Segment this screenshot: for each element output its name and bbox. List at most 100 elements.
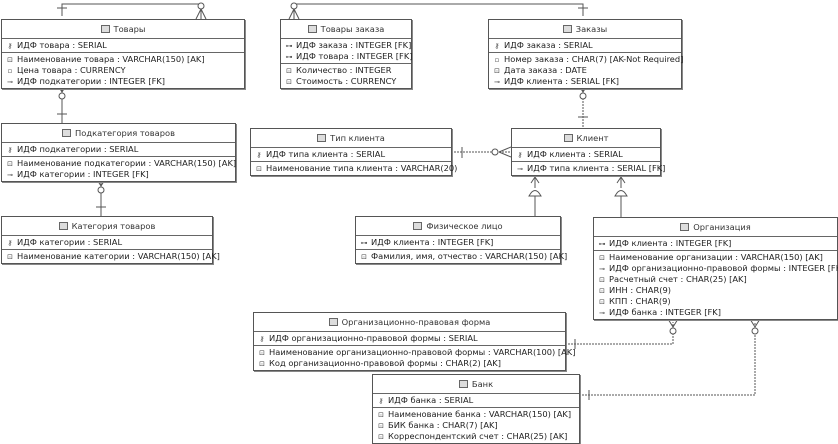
entity-klient[interactable]: Клиент ⚷ИДФ клиента : SERIAL ⊸ИДФ типа к…: [511, 128, 665, 176]
entity-title: Банк: [373, 375, 579, 394]
attribute-row[interactable]: ⊶ИДФ товара : INTEGER [FK]: [285, 51, 413, 61]
attribute-row[interactable]: ⚷ИДФ клиента : SERIAL: [515, 149, 660, 160]
attributes-section: ⊡Количество : INTEGER ⊡Стоимость : CURRE…: [281, 64, 411, 88]
entity-zakazy[interactable]: Заказы ⚷ИДФ заказа : SERIAL ▫Номер заказ…: [488, 19, 684, 89]
table-icon: [317, 134, 327, 142]
attribute-row[interactable]: ⊡Фамилия, имя, отчество : VARCHAR(150) […: [359, 251, 567, 262]
pk-fk-icon: ⊶: [598, 240, 606, 248]
attribute-row[interactable]: ⚷ИДФ товара : SERIAL: [5, 40, 244, 51]
entity-organizaciya[interactable]: Организация ⊶ИДФ клиента : INTEGER [FK] …: [593, 217, 838, 320]
pk-section: ⚷ИДФ клиента : SERIAL: [512, 148, 660, 162]
pk-fk-icon: ⊶: [285, 42, 293, 50]
attribute-row[interactable]: ⚷ИДФ заказа : SERIAL: [492, 40, 681, 51]
attribute-row[interactable]: ⊡Наименование типа клиента : VARCHAR(20): [254, 163, 457, 174]
attribute-row[interactable]: ⊡Наименование организации : VARCHAR(150)…: [597, 252, 837, 263]
attributes-section: ▫Номер заказа : CHAR(7) [AK-Not Required…: [489, 53, 684, 88]
attribute-row[interactable]: ⊡Наименование категории : VARCHAR(150) […: [5, 251, 220, 262]
attribute-row[interactable]: ▫Номер заказа : CHAR(7) [AK-Not Required…: [492, 54, 684, 65]
attribute-icon: ⊡: [286, 78, 292, 86]
attribute-row[interactable]: ⊡ИНН : CHAR(9): [597, 285, 837, 296]
attribute-row[interactable]: ⊡КПП : CHAR(9): [597, 296, 837, 307]
attribute-row[interactable]: ⚷ИДФ банка : SERIAL: [376, 395, 579, 406]
entity-podkategoriya[interactable]: Подкатегория товаров ⚷ИДФ подкатегории :…: [1, 123, 236, 182]
attribute-row[interactable]: ⊡Дата заказа : DATE: [492, 65, 681, 76]
attribute-row[interactable]: ⊡Расчетный счет : CHAR(25) [AK]: [597, 274, 837, 285]
entity-title: Товары: [2, 20, 244, 39]
attribute-row[interactable]: ⊶ИДФ клиента : INTEGER [FK]: [360, 237, 494, 247]
primary-key-icon: ⚷: [259, 335, 265, 343]
pk-section: ⚷ИДФ банка : SERIAL: [373, 394, 579, 408]
attribute-row[interactable]: ⊸ИДФ банка : INTEGER [FK]: [597, 307, 837, 318]
foreign-key-icon: ⊸: [7, 171, 13, 179]
entity-title: Физическое лицо: [356, 217, 560, 236]
attribute-row[interactable]: ⊶ИДФ заказа : INTEGER [FK]: [285, 40, 412, 50]
attribute-row[interactable]: ⊸ИДФ подкатегории : INTEGER [FK]: [5, 76, 244, 87]
primary-key-icon: ⚷: [7, 239, 13, 247]
attribute-icon: ⊡: [286, 67, 292, 75]
attributes-section: ⊸ИДФ типа клиента : SERIAL [FK]: [512, 162, 665, 175]
attribute-row[interactable]: ⚷ИДФ подкатегории : SERIAL: [5, 144, 235, 155]
entity-fizlico[interactable]: Физическое лицо ⊶ИДФ клиента : INTEGER […: [355, 216, 567, 264]
table-icon: [100, 25, 110, 33]
alternate-key-icon: ⊡: [599, 254, 605, 262]
foreign-key-icon: ⊸: [494, 78, 500, 86]
entity-tip-klienta[interactable]: Тип клиента ⚷ИДФ типа клиента : SERIAL ⊡…: [250, 128, 457, 176]
attribute-row[interactable]: ⊡Наименование товара : VARCHAR(150) [AK]: [5, 54, 244, 65]
attribute-row[interactable]: ⊡Наименование подкатегории : VARCHAR(150…: [5, 158, 236, 169]
attribute-row[interactable]: ⊸ИДФ клиента : SERIAL [FK]: [492, 76, 681, 87]
entity-title: Подкатегория товаров: [2, 124, 235, 143]
attribute-row[interactable]: ⚷ИДФ организационно-правовой формы : SER…: [257, 333, 565, 344]
foreign-key-icon: ⊸: [599, 309, 605, 317]
primary-key-icon: ⚷: [494, 42, 500, 50]
attributes-section: ⊡Фамилия, имя, отчество : VARCHAR(150) […: [356, 250, 567, 263]
attribute-row[interactable]: ⊡БИК банка : CHAR(7) [AK]: [376, 420, 579, 431]
pk-section: ⚷ИДФ типа клиента : SERIAL: [251, 148, 451, 162]
attribute-row[interactable]: ⊸ИДФ типа клиента : SERIAL [FK]: [515, 163, 665, 174]
attribute-row[interactable]: ▫Цена товара : CURRENCY: [5, 65, 244, 76]
pk-fk-icon: ⊶: [360, 239, 368, 247]
foreign-key-icon: ⊸: [599, 265, 605, 273]
entity-tovary[interactable]: Товары ⚷ИДФ товара : SERIAL ⊡Наименовани…: [1, 19, 245, 89]
attribute-row[interactable]: ⊡Количество : INTEGER: [284, 65, 411, 76]
attribute-icon: ⊡: [256, 165, 262, 173]
entity-title: Организационно-правовая форма: [254, 313, 565, 332]
pk-section: ⚷ИДФ организационно-правовой формы : SER…: [254, 332, 565, 346]
entity-opf[interactable]: Организационно-правовая форма ⚷ИДФ орган…: [253, 312, 575, 371]
pk-section: ⊶ИДФ клиента : INTEGER [FK]: [356, 236, 560, 250]
attribute-row[interactable]: ⊡Стоимость : CURRENCY: [284, 76, 411, 87]
attributes-section: ⊡Наименование организационно-правовой фо…: [254, 346, 575, 370]
entity-title: Категория товаров: [2, 217, 212, 236]
primary-key-icon: ⚷: [7, 146, 13, 154]
entity-title: Организация: [594, 218, 837, 237]
table-icon: [458, 380, 468, 388]
attribute-row[interactable]: ⚷ИДФ типа клиента : SERIAL: [254, 149, 451, 160]
alternate-key-icon: ⊡: [259, 360, 265, 368]
attributes-section: ⊡Наименование товара : VARCHAR(150) [AK]…: [2, 53, 244, 88]
entity-title: Товары заказа: [281, 20, 411, 39]
foreign-key-icon: ⊸: [517, 165, 523, 173]
entity-kategoriya[interactable]: Категория товаров ⚷ИДФ категории : SERIA…: [1, 216, 220, 264]
attributes-section: ⊡Наименование типа клиента : VARCHAR(20): [251, 162, 457, 175]
entity-title: Заказы: [489, 20, 681, 39]
alternate-key-icon: ⊡: [259, 349, 265, 357]
table-icon: [413, 222, 423, 230]
alternate-key-icon: ⊡: [599, 287, 605, 295]
foreign-key-icon: ⊸: [7, 78, 13, 86]
attribute-row[interactable]: ⊸ИДФ организационно-правовой формы : INT…: [597, 263, 838, 274]
entity-bank[interactable]: Банк ⚷ИДФ банка : SERIAL ⊡Наименование б…: [372, 374, 580, 444]
attribute-row[interactable]: ⊡Наименование организационно-правовой фо…: [257, 347, 575, 358]
attribute-icon: ▫: [7, 67, 13, 75]
entity-tovary-zakaza[interactable]: Товары заказа ⊶ИДФ заказа : INTEGER [FK]…: [280, 19, 413, 89]
rel-zakazy-tovaryzakaza: [293, 3, 584, 16]
table-icon: [680, 223, 690, 231]
attribute-row[interactable]: ⊡Наименование банка : VARCHAR(150) [AK]: [376, 409, 579, 420]
attributes-section: ⊡Наименование категории : VARCHAR(150) […: [2, 250, 220, 263]
attribute-row[interactable]: ⚷ИДФ категории : SERIAL: [5, 237, 212, 248]
attributes-section: ⊡Наименование банка : VARCHAR(150) [AK] …: [373, 408, 579, 443]
attribute-row[interactable]: ⊶ИДФ клиента : INTEGER [FK]: [598, 238, 732, 248]
pk-section: ⚷ИДФ заказа : SERIAL: [489, 39, 681, 53]
pk-section: ⚷ИДФ подкатегории : SERIAL: [2, 143, 235, 157]
attribute-row[interactable]: ⊡Код организационно-правовой формы : CHA…: [257, 358, 565, 369]
attribute-row[interactable]: ⊡Корреспондентский счет : CHAR(25) [AK]: [376, 431, 579, 442]
attribute-row[interactable]: ⊸ИДФ категории : INTEGER [FK]: [5, 169, 235, 180]
